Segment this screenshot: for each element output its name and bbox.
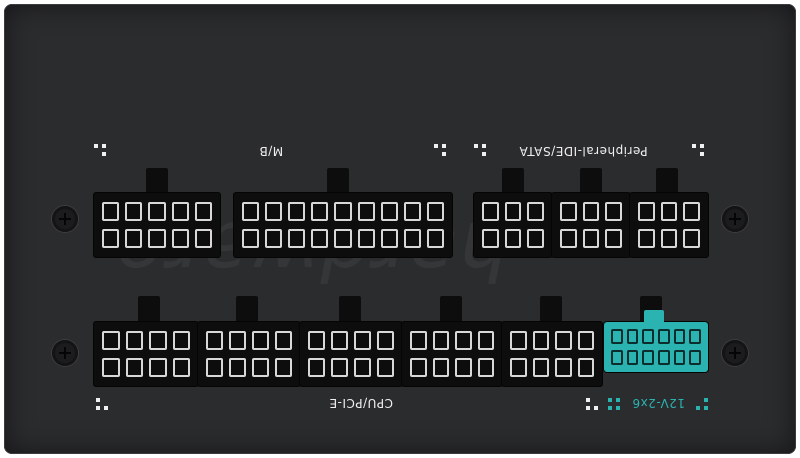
screw-bottom-right — [722, 340, 748, 366]
peripheral-connector-3[interactable] — [630, 193, 708, 257]
indicator-dots-hpwr-left — [608, 398, 622, 412]
cpu-pcie-1-latch — [138, 296, 160, 322]
cpu-pcie-connector-3[interactable] — [300, 322, 402, 386]
hpwr-12v-2x6-connector[interactable] — [604, 322, 708, 372]
mb-10pin-latch — [146, 168, 168, 194]
cpu-pcie-connector-1[interactable] — [94, 322, 198, 386]
indicator-dots-peripheral-right — [692, 144, 706, 158]
mb-10pin-connector[interactable] — [94, 193, 220, 257]
hpwr-sense-pins-tab — [644, 310, 664, 322]
peripheral-connector-2[interactable] — [552, 193, 630, 257]
indicator-dots-bottom-left — [96, 398, 110, 412]
peripheral-2-latch — [580, 168, 602, 194]
cpu-pcie-connector-4[interactable] — [402, 322, 502, 386]
hpwr-12v-2x6-label: 12V-2x6 — [632, 396, 685, 410]
peripheral-label: Peripheral-IDE/SATA — [519, 144, 648, 158]
cpu-pcie-connector-5[interactable] — [502, 322, 602, 386]
cpu-pcie-label: CPU/PCI-E — [329, 396, 394, 410]
mb-18pin-connector[interactable] — [234, 193, 452, 257]
peripheral-1-latch — [502, 168, 524, 194]
mb-label: M/B — [259, 144, 284, 158]
peripheral-connector-1[interactable] — [474, 193, 552, 257]
indicator-dots-top-left — [94, 144, 108, 158]
cpu-pcie-2-latch — [236, 296, 258, 322]
indicator-dots-hpwr-right — [696, 398, 710, 412]
indicator-dots-bottom-mid — [586, 398, 600, 412]
cpu-pcie-3-latch — [339, 296, 361, 322]
psu-modular-panel: hardware M/B Peripheral-IDE/SATA — [4, 4, 796, 454]
peripheral-3-latch — [656, 168, 678, 194]
indicator-dots-peripheral-left — [474, 144, 488, 158]
screw-top-right — [722, 206, 748, 232]
screw-top-left — [52, 206, 78, 232]
indicator-dots-mb-right — [434, 144, 448, 158]
cpu-pcie-4-latch — [440, 296, 462, 322]
screw-bottom-left — [52, 340, 78, 366]
cpu-pcie-connector-2[interactable] — [198, 322, 300, 386]
mb-18pin-latch — [327, 168, 349, 194]
cpu-pcie-5-latch — [540, 296, 562, 322]
